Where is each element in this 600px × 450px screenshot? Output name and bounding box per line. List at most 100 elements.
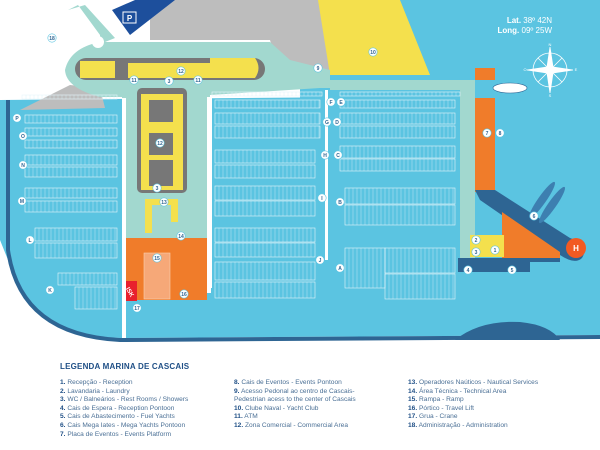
facility-marker[interactable]: 3: [164, 76, 174, 86]
pontoon-berths: [34, 242, 118, 259]
pontoon-berths: [384, 273, 456, 300]
marker-label: 3: [156, 186, 159, 192]
marker-label: I: [321, 196, 323, 202]
breakwater: [6, 100, 600, 343]
pier-marker[interactable]: H: [320, 150, 330, 160]
pier-marker[interactable]: C: [333, 150, 343, 160]
legend-number: 9.: [234, 387, 240, 395]
legend-item: 3. WC / Balneários - Rest Rooms / Shower…: [60, 396, 234, 405]
pier-marker[interactable]: O: [18, 131, 28, 141]
facility-marker[interactable]: 7: [482, 128, 492, 138]
facility-marker[interactable]: 6: [529, 211, 539, 221]
facility-marker[interactable]: 17: [132, 303, 142, 313]
facility-marker[interactable]: 12: [176, 66, 186, 76]
pier-marker[interactable]: E: [336, 97, 346, 107]
legend-item: 9. Acesso Pedonal ao centro de Cascais-: [234, 388, 408, 397]
pier-marker[interactable]: F: [326, 97, 336, 107]
facility-marker[interactable]: 16: [179, 289, 189, 299]
legend-item: 12. Zona Comercial - Commercial Area: [234, 422, 408, 431]
legend-text: Pedestrian acess to the center of Cascai…: [234, 396, 356, 404]
legend-number: 8.: [234, 379, 240, 386]
pier-marker[interactable]: B: [335, 197, 345, 207]
marker-label: 6: [533, 214, 536, 220]
marker-label: L: [28, 238, 31, 244]
marker-label: 15: [154, 256, 160, 262]
marker-circle: [179, 289, 189, 299]
facility-marker[interactable]: 13: [159, 197, 169, 207]
marker-label: 12: [178, 69, 184, 75]
pier-access: [330, 80, 475, 262]
marker-circle: [313, 63, 323, 73]
legend-text: Área Técnica - Technical Area: [419, 387, 507, 395]
legend-item: 10. Clube Naval - Yacht Club: [234, 405, 408, 414]
facility-marker[interactable]: 15: [152, 253, 162, 263]
facility-marker[interactable]: 9: [313, 63, 323, 73]
pier-marker[interactable]: D: [332, 117, 342, 127]
pontoon-berths: [214, 242, 316, 258]
legend-text: Rampa - Ramp: [419, 396, 464, 404]
legend-number: 10.: [234, 404, 244, 412]
marker-label: N: [21, 163, 25, 169]
facility-marker[interactable]: 11: [193, 75, 203, 85]
yacht-icon: [492, 82, 528, 94]
marker-circle: [335, 263, 345, 273]
marker-label: K: [48, 288, 52, 294]
pier-marker[interactable]: G: [322, 117, 332, 127]
marker-label: P: [15, 116, 19, 122]
pier-marker[interactable]: J: [315, 255, 325, 265]
pontoon-berths: [24, 200, 118, 213]
legend-item: 6. Cais Mega Iates - Mega Yachts Pontoon: [60, 422, 234, 431]
pier-marker[interactable]: N: [18, 160, 28, 170]
legend-number: 13.: [408, 379, 418, 386]
pontoon-berths: [211, 91, 323, 97]
long-label: Long.: [497, 26, 520, 35]
legend-item: 18. Administração - Administration: [408, 422, 538, 431]
facility-marker[interactable]: 3: [152, 183, 162, 193]
long-value: 09º 25W: [521, 26, 553, 35]
facility-marker[interactable]: 5: [507, 265, 517, 275]
facility-marker[interactable]: 10: [368, 47, 378, 57]
marker-circle: [471, 247, 481, 257]
pontoon-berths: [214, 227, 316, 243]
parking-area: [112, 0, 175, 35]
legend-number: 6.: [60, 421, 66, 429]
compass-n: N: [549, 42, 552, 47]
marker-circle: [482, 128, 492, 138]
pier-marker[interactable]: K: [45, 285, 55, 295]
pontoon-berths: [214, 261, 316, 281]
facility-marker[interactable]: 1: [490, 245, 500, 255]
facility-marker[interactable]: 4: [463, 265, 473, 275]
pier-marker[interactable]: I: [317, 193, 327, 203]
marker-circle: [25, 235, 35, 245]
marker-circle: [315, 255, 325, 265]
facility-marker[interactable]: 2: [471, 235, 481, 245]
marker-circle: [152, 183, 162, 193]
pier-marker[interactable]: L: [25, 235, 35, 245]
legend-text: ATM: [244, 413, 258, 421]
marker-circle: [495, 128, 505, 138]
marker-circle: [368, 47, 378, 57]
facility-marker[interactable]: 11: [129, 75, 139, 85]
facility-marker[interactable]: 18: [47, 33, 57, 43]
legend-item: 7. Placa de Eventos - Events Platform: [60, 431, 234, 440]
pier-marker[interactable]: A: [335, 263, 345, 273]
facility-marker[interactable]: 14: [176, 231, 186, 241]
facility-marker[interactable]: 8: [495, 128, 505, 138]
legend-item: 1. Recepção - Reception: [60, 379, 234, 388]
marker-circle: [317, 193, 327, 203]
pier-marker[interactable]: M: [17, 196, 27, 206]
facility-marker[interactable]: 3: [471, 247, 481, 257]
legend-text: Operadores Naúticos - Nautical Services: [419, 379, 539, 386]
marker-label: 13: [161, 200, 167, 206]
marker-circle: [529, 211, 539, 221]
pontoon-berths: [214, 149, 316, 164]
pontoon-berths: [74, 286, 118, 310]
marker-label: 12: [157, 141, 163, 147]
facility-marker[interactable]: 12: [155, 138, 165, 148]
legend-number: 7.: [60, 430, 66, 438]
lat-label: Lat.: [506, 16, 522, 25]
legend-text: Grua - Crane: [419, 413, 458, 421]
legend-text: Acesso Pedonal ao centro de Cascais-: [240, 387, 355, 395]
pier-marker[interactable]: P: [12, 113, 22, 123]
